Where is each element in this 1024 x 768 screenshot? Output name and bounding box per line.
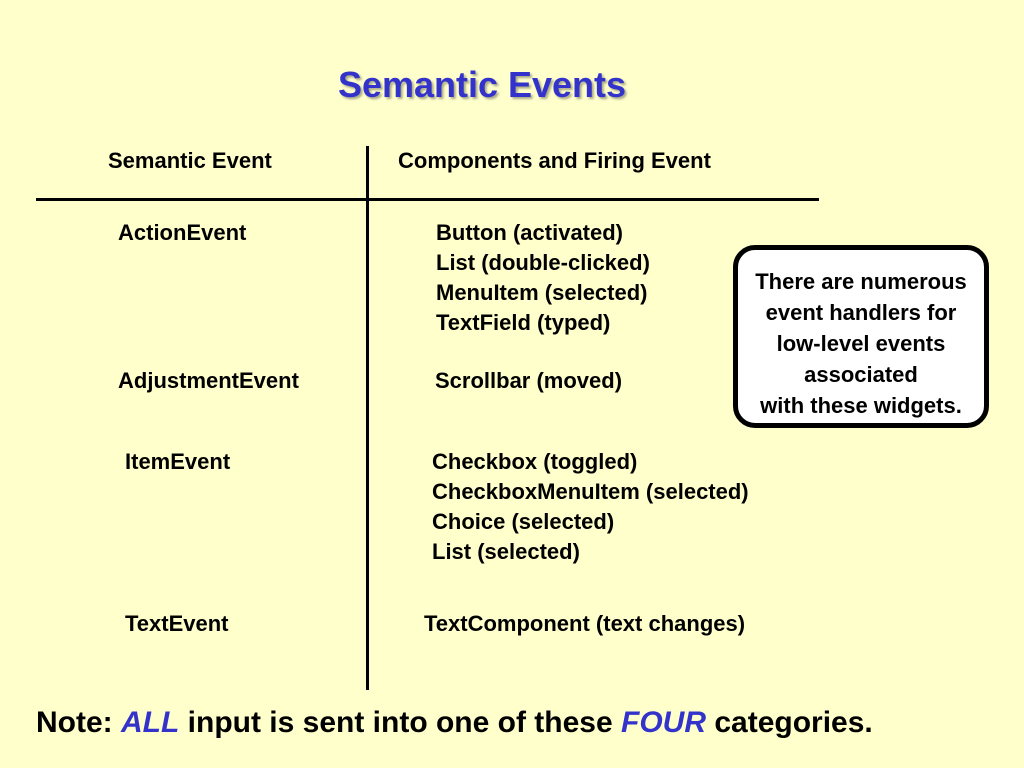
callout-line: low-level events (776, 331, 946, 356)
list-item: Button (activated) (436, 220, 623, 245)
component-list-action: Button (activated) List (double-clicked)… (436, 218, 650, 338)
event-name-adjustment: AdjustmentEvent (118, 368, 299, 393)
list-item: List (selected) (432, 539, 580, 564)
note-suffix: categories. (706, 706, 873, 739)
list-item: TextComponent (text changes) (424, 611, 746, 636)
list-item: Checkbox (toggled) (432, 449, 638, 474)
list-item: CheckboxMenuItem (selected) (432, 479, 749, 504)
list-item: Choice (selected) (432, 509, 615, 534)
callout-line: There are numerous (755, 269, 967, 294)
callout-line: with these widgets. (760, 393, 962, 418)
slide-title: Semantic Events (337, 64, 627, 105)
component-list-text: TextComponent (text changes) (424, 609, 745, 639)
component-list-adjustment: Scrollbar (moved) (435, 366, 622, 396)
column-divider-vertical (366, 146, 369, 690)
note-emphasis-all: ALL (121, 706, 180, 739)
note-middle: input is sent into one of these (179, 706, 622, 739)
list-item: Scrollbar (moved) (435, 368, 623, 393)
list-item: List (double-clicked) (436, 250, 650, 275)
column-header-components: Components and Firing Event (398, 148, 711, 173)
footer-note: Note: ALL input is sent into one of thes… (36, 706, 873, 740)
event-name-text: TextEvent (125, 611, 229, 636)
list-item: TextField (typed) (436, 310, 611, 335)
header-divider-horizontal (36, 198, 819, 201)
column-header-semantic-event: Semantic Event (108, 148, 272, 173)
list-item: MenuItem (selected) (436, 280, 648, 305)
note-prefix: Note: (36, 706, 121, 739)
component-list-item: Checkbox (toggled) CheckboxMenuItem (sel… (432, 447, 749, 567)
callout-line: event handlers for (765, 300, 957, 325)
callout-line: associated (804, 362, 918, 387)
event-name-item: ItemEvent (125, 449, 231, 474)
callout-box: There are numerous event handlers for lo… (733, 245, 989, 428)
event-name-action: ActionEvent (118, 220, 247, 245)
note-emphasis-four: FOUR (621, 706, 707, 739)
